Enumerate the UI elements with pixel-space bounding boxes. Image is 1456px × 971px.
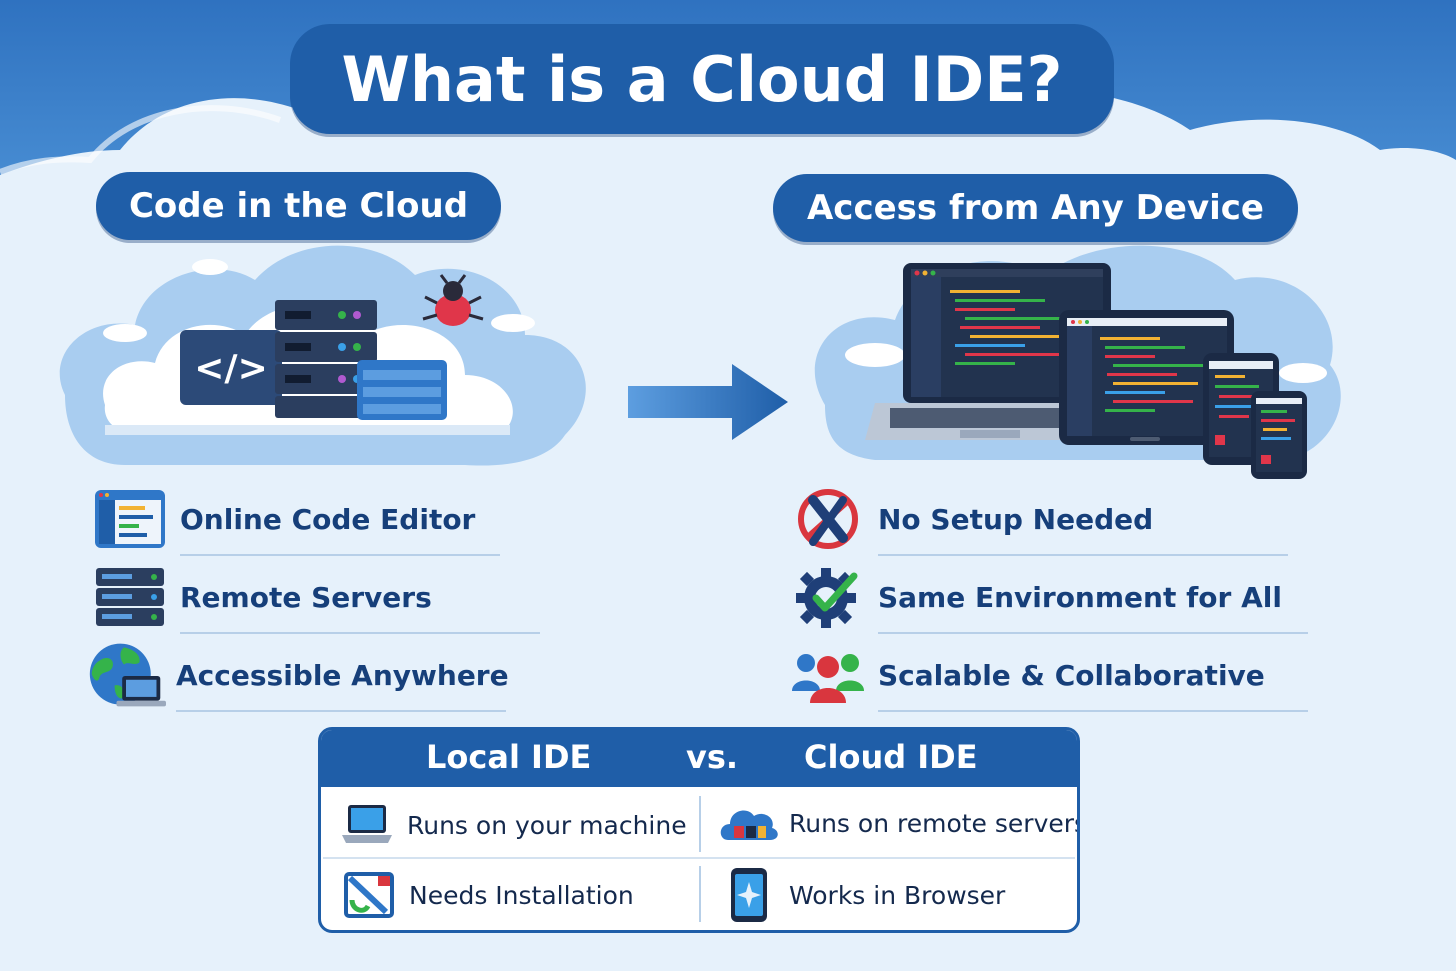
- divider: [180, 554, 500, 556]
- comparison-table: Local IDE vs. Cloud IDE Runs on your mac…: [318, 727, 1080, 933]
- cloud-text: Runs on remote servers: [789, 808, 1080, 838]
- devices-illustration: [814, 245, 1341, 479]
- feature-scalable-collaborative: Scalable & Collaborative: [788, 640, 1308, 712]
- local-text: Needs Installation: [409, 880, 634, 910]
- code-symbol: </>: [194, 348, 267, 389]
- table-row: Runs on your machine Runs on remote serv…: [321, 790, 1077, 860]
- feature-label: Remote Servers: [180, 580, 432, 614]
- feature-label: No Setup Needed: [878, 502, 1154, 536]
- feature-label: Same Environment for All: [878, 580, 1282, 614]
- vs-label: vs.: [686, 738, 739, 776]
- gear-check-icon: [788, 562, 868, 632]
- divider: [878, 554, 1288, 556]
- feature-same-environment: Same Environment for All: [788, 562, 1308, 634]
- left-section-header: Code in the Cloud: [96, 172, 501, 240]
- table-row: Needs Installation Works in Browser: [321, 860, 1077, 930]
- cloud-cell: Runs on remote servers: [717, 788, 1080, 858]
- cloud-text: Works in Browser: [789, 880, 1006, 910]
- comparison-header: Local IDE vs. Cloud IDE: [321, 730, 1077, 787]
- feature-accessible-anywhere: Accessible Anywhere: [86, 640, 526, 712]
- feature-online-code-editor: Online Code Editor: [90, 484, 510, 556]
- divider: [180, 632, 540, 634]
- installer-icon: [337, 870, 401, 920]
- flow-arrow: [628, 364, 788, 440]
- no-setup-icon: [788, 484, 868, 554]
- mobile-browser-icon: [717, 866, 781, 924]
- feature-label: Accessible Anywhere: [176, 658, 509, 692]
- column-divider: [699, 866, 701, 922]
- team-people-icon: [788, 640, 868, 710]
- server-stack-icon: [90, 562, 170, 632]
- page-title: What is a Cloud IDE?: [290, 24, 1114, 134]
- local-ide-header: Local IDE: [426, 738, 592, 776]
- cloud-server-icon: [717, 800, 781, 846]
- feature-label: Online Code Editor: [180, 502, 476, 536]
- cloud-cell: Works in Browser: [717, 860, 1005, 930]
- divider: [878, 632, 1308, 634]
- feature-no-setup-needed: No Setup Needed: [788, 484, 1288, 556]
- local-cell: Needs Installation: [337, 860, 634, 930]
- feature-label: Scalable & Collaborative: [878, 658, 1265, 692]
- cloud-ide-header: Cloud IDE: [804, 738, 978, 776]
- local-cell: Runs on your machine: [335, 790, 687, 860]
- feature-remote-servers: Remote Servers: [90, 562, 540, 634]
- laptop-icon: [335, 803, 399, 847]
- column-divider: [699, 796, 701, 852]
- right-section-header: Access from Any Device: [773, 174, 1298, 242]
- code-editor-icon: [90, 484, 170, 554]
- row-divider: [323, 857, 1075, 859]
- cloud-servers-illustration: </>: [59, 245, 586, 466]
- globe-laptop-icon: [86, 640, 166, 710]
- local-text: Runs on your machine: [407, 810, 687, 840]
- divider: [878, 710, 1308, 712]
- divider: [176, 710, 506, 712]
